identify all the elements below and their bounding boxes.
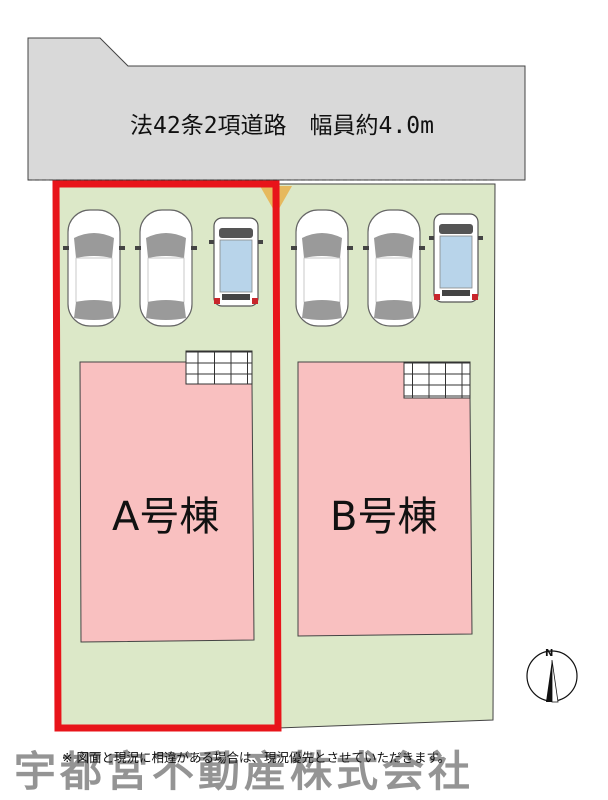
deck-b [403,361,471,399]
car [134,209,198,327]
compass-north-label: N [545,648,554,659]
car [208,217,264,307]
building-b-label: B号棟 [330,494,438,540]
car [62,209,126,327]
building-a-label: A号棟 [112,494,220,540]
compass-icon [526,650,578,703]
car [362,209,426,327]
road-label: 法42条2項道路 幅員約4.0m [130,113,434,139]
disclaimer-note: ※ 図面と現況に相違がある場合は、現況優先とさせていただきます。 [62,750,451,765]
lot-a-highlight [52,180,282,732]
watermark: 宇都宮不動産株式会社 [14,747,475,796]
car [428,213,484,303]
deck-a [185,350,253,385]
car [290,209,354,327]
